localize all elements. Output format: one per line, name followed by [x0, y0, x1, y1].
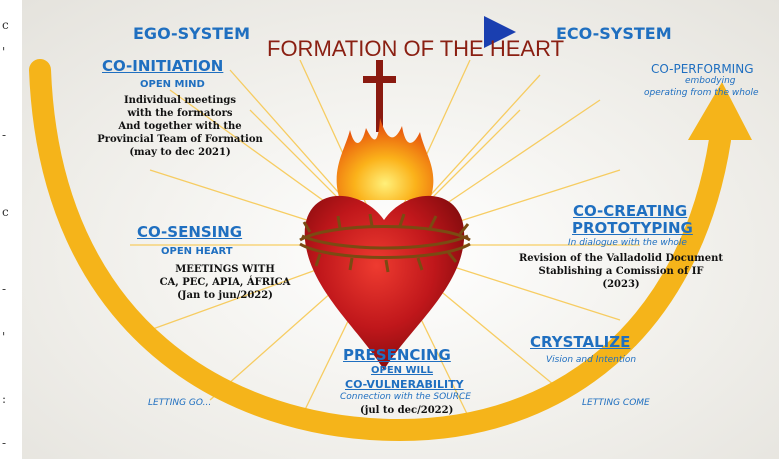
co-initiation-line: Individual meetings	[124, 95, 236, 106]
co-initiation-line: with the formators	[127, 108, 233, 119]
edge-glyph: -	[2, 436, 7, 450]
edge-glyph: c	[2, 18, 9, 32]
eco-system-label: ECO-SYSTEM	[556, 24, 672, 43]
co-sensing-subtitle: OPEN HEART	[161, 246, 233, 257]
co-creating-line: Revision of the Valladolid Document	[519, 253, 723, 264]
co-creating-note: In dialogue with the whole	[568, 238, 687, 248]
co-performing-note-embodying: embodying	[685, 76, 736, 86]
flame-icon	[336, 118, 434, 200]
edge-glyph: c	[2, 205, 9, 219]
co-creating-title-prototyping: PROTOTYPING	[572, 219, 693, 237]
co-initiation-subtitle: OPEN MIND	[140, 79, 205, 90]
edge-glyph: '	[2, 330, 6, 344]
co-performing-note-whole: operating from the whole	[644, 88, 759, 98]
co-initiation-line: (may to dec 2021)	[129, 147, 231, 158]
co-sensing-detail: MEETINGS WITH CA, PEC, APIA, ÁFRICA (Jan…	[140, 263, 310, 302]
presencing-dates: (jul to dec/2022)	[360, 405, 454, 416]
co-sensing-line: (Jan to jun/2022)	[177, 290, 273, 301]
co-sensing-title: CO-SENSING	[137, 223, 243, 241]
u-curve-arrowhead	[688, 82, 752, 140]
presencing-note: Connection with the SOURCE	[340, 392, 471, 402]
crown-of-thorns-icon	[299, 213, 471, 273]
edge-glyph: '	[2, 45, 6, 59]
edge-glyph: -	[2, 128, 7, 142]
co-creating-detail: Revision of the Valladolid Document Stab…	[505, 252, 737, 291]
diagram-title: FORMATION OF THE HEART	[267, 36, 565, 61]
co-sensing-line: CA, PEC, APIA, ÁFRICA	[159, 277, 291, 288]
sacred-heart-icon	[304, 195, 465, 370]
co-initiation-title: CO-INITIATION	[102, 57, 224, 75]
letting-go-label: LETTING GO...	[148, 398, 212, 408]
ego-system-label: EGO-SYSTEM	[133, 24, 250, 43]
co-initiation-line: And together with the	[118, 121, 242, 132]
co-creating-title: CO-CREATING	[573, 202, 688, 220]
presencing-title: PRESENCING	[343, 346, 451, 364]
edge-glyph: -	[2, 282, 7, 296]
co-initiation-line: Provincial Team of Formation	[97, 134, 263, 145]
crystalize-title: CRYSTALIZE	[530, 333, 631, 351]
cross-icon	[363, 60, 396, 132]
left-edge-strip: c ' - c - ' : -	[0, 0, 22, 459]
co-sensing-line: MEETINGS WITH	[175, 264, 275, 275]
co-performing-title: CO-PERFORMING	[651, 62, 754, 76]
u-curve-arrow	[29, 59, 731, 442]
co-creating-line: Stablishing a Comission of IF	[538, 266, 704, 277]
crystalize-note: Vision and Intention	[546, 355, 637, 365]
presencing-subtitle-open-will: OPEN WILL	[371, 365, 434, 376]
edge-glyph: :	[2, 392, 7, 406]
co-creating-line: (2023)	[602, 279, 640, 290]
letting-come-label: LETTING COME	[582, 398, 650, 408]
presencing-subtitle-co-vulnerability: CO-VULNERABILITY	[345, 378, 464, 391]
co-initiation-detail: Individual meetings with the formators A…	[95, 94, 265, 159]
